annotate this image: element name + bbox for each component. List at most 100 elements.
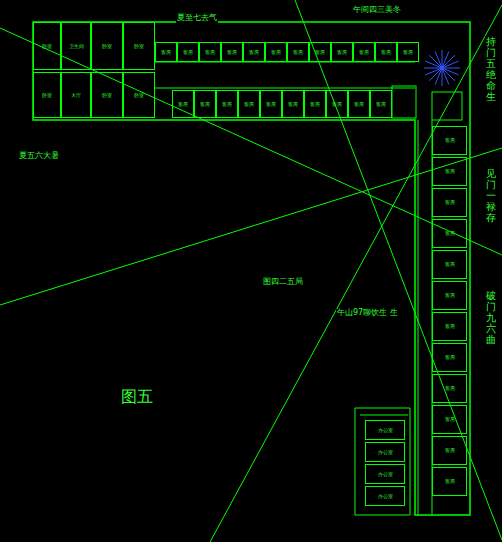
room-label: 卧室 [42,93,52,98]
room-label: 客房 [445,231,455,236]
room-box: 客房 [432,188,467,217]
room-label: 办公室 [378,428,393,433]
room-box: 客房 [397,42,419,62]
room-box: 客房 [432,405,467,434]
room-box: 客房 [265,42,287,62]
room-box: 卧室 [33,72,61,118]
room-label: 客房 [288,102,298,107]
room-box: 客房 [282,90,304,118]
room-label: 客房 [354,102,364,107]
room-label: 客房 [376,102,386,107]
room-label: 客房 [445,138,455,143]
room-label: 客房 [403,50,413,55]
room-label: 卧室 [102,44,112,49]
sight-line [295,0,502,540]
room-label: 客房 [266,102,276,107]
room-label: 办公室 [378,494,393,499]
sight-line [0,148,502,305]
room-box: 客房 [370,90,392,118]
room-box: 卧室 [123,22,155,70]
room-label: 客房 [310,102,320,107]
figure-caption: 图五 [120,388,154,406]
room-label: 客房 [337,50,347,55]
room-box: 客房 [243,42,265,62]
room-box: 客房 [432,436,467,465]
room-label: 客房 [200,102,210,107]
room-label: 客房 [293,50,303,55]
room-label: 客房 [161,50,171,55]
room-label: 客房 [315,50,325,55]
room-box: 办公室 [365,464,405,484]
room-label: 客房 [445,417,455,422]
room-label: 办公室 [378,472,393,477]
room-label: 客房 [445,200,455,205]
annotation-text: 图四二五局 [262,278,304,287]
room-label: 客房 [244,102,254,107]
room-box: 客房 [304,90,326,118]
room-label: 客房 [445,324,455,329]
compass-star [424,50,460,86]
room-box: 客房 [432,467,467,496]
room-box: 客房 [432,219,467,248]
room-box: 客房 [194,90,216,118]
room-label: 客房 [445,386,455,391]
annotation-text: 夏五六大暑 [18,152,60,161]
room-label: 卧室 [42,44,52,49]
room-label: 客房 [332,102,342,107]
room-box: 客房 [375,42,397,62]
room-box: 客房 [238,90,260,118]
room-box: 客房 [331,42,353,62]
room-label: 客房 [381,50,391,55]
room-box: 客房 [199,42,221,62]
room-box: 办公室 [365,442,405,462]
building-outline [33,22,470,515]
room-label: 客房 [205,50,215,55]
room-label: 客房 [183,50,193,55]
room-box: 客房 [432,281,467,310]
room-box: 客房 [348,90,370,118]
room-box: 客房 [432,157,467,186]
room-box: 卫生间 [61,22,91,70]
room-box: 卧室 [123,72,155,118]
room-box: 客房 [353,42,375,62]
sight-line [210,5,502,542]
room-box: 客房 [172,90,194,118]
room-label: 卫生间 [69,44,84,49]
annotation-text: 持门五绝命生 [485,36,497,102]
annotation-text: 见门一禄存 [485,168,497,223]
room-label: 客房 [445,355,455,360]
room-box: 客房 [432,312,467,341]
room-label: 客房 [271,50,281,55]
room-box: 客房 [432,250,467,279]
room-box: 客房 [216,90,238,118]
room-label: 卧室 [134,93,144,98]
annex-outline [355,408,410,515]
room-box: 客房 [260,90,282,118]
room-label: 客房 [445,169,455,174]
room-label: 办公室 [378,450,393,455]
room-label: 客房 [222,102,232,107]
corridor-wall [155,62,432,515]
room-box: 客房 [177,42,199,62]
room-label: 客房 [227,50,237,55]
stair [392,86,416,118]
room-box: 客房 [432,126,467,155]
room-box: 卧室 [91,72,123,118]
room-box: 客房 [155,42,177,62]
annotation-text: 夏至七去气 [176,14,218,23]
annotation-text: 午间四三美冬 [352,6,402,15]
room-label: 卧室 [134,44,144,49]
room-box: 客房 [221,42,243,62]
room-box: 办公室 [365,420,405,440]
annotation-text: 午山97聊饮生 生 [336,309,399,318]
room-box: 卧室 [33,22,61,70]
room-box: 卧室 [91,22,123,70]
room-label: 客房 [445,479,455,484]
annotation-text: 破门九六曲 [485,290,497,345]
room-label: 客房 [359,50,369,55]
room-label: 客房 [445,293,455,298]
room-label: 卧室 [102,93,112,98]
room-label: 客房 [445,448,455,453]
room-box: 客房 [432,374,467,403]
